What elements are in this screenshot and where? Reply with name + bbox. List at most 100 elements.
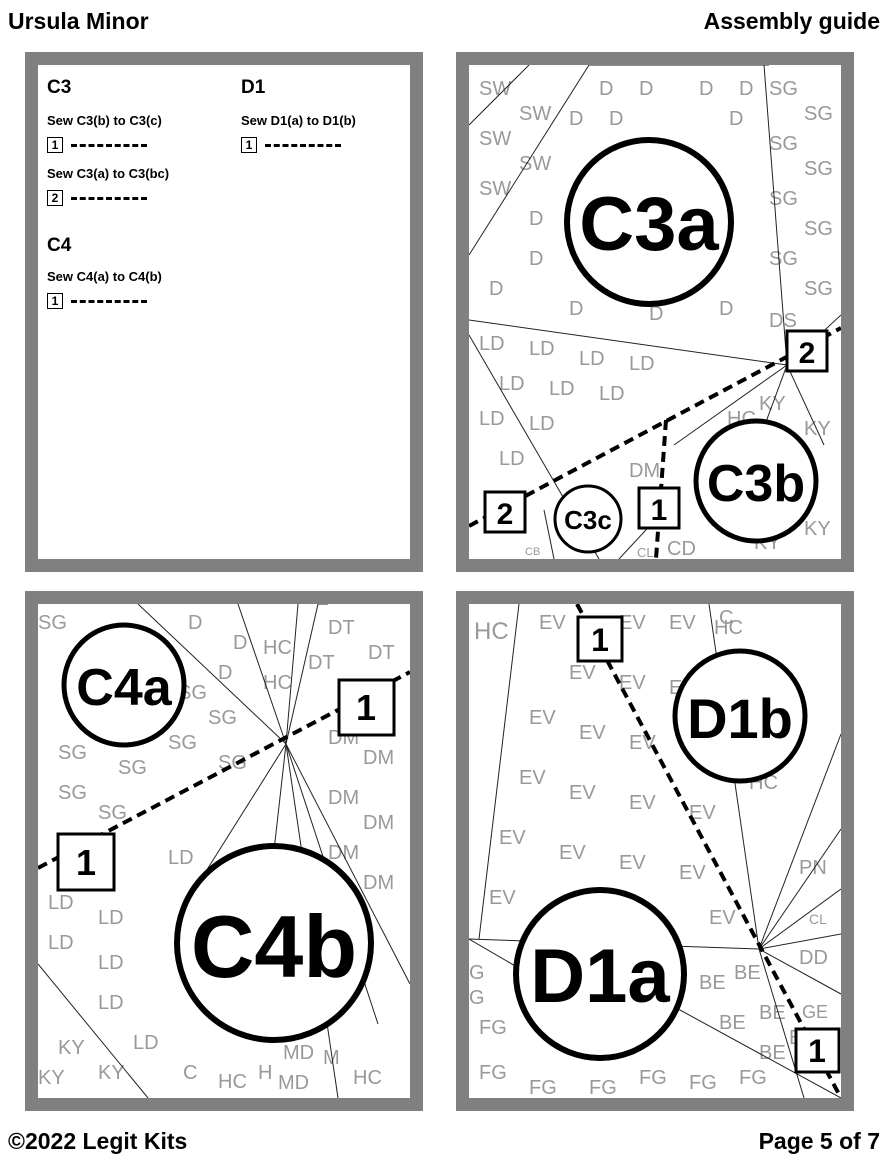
c4-diagram: SG SG SG SG SG SG SG SG SG D D D HC HC H…	[38, 604, 410, 1098]
region-code: EV	[559, 842, 586, 864]
step-marker-label: 1	[808, 1033, 826, 1069]
region-code: LD	[168, 847, 194, 869]
pattern-title: Ursula Minor	[8, 8, 149, 34]
region-code: EV	[569, 662, 596, 684]
region-code: D	[609, 108, 623, 130]
region-codes: SW SW SW SW SW D D D D D D D D D D D D D…	[479, 78, 833, 559]
region-code: KY	[804, 518, 831, 540]
piece-labels: D1b D1a	[513, 648, 808, 1061]
region-code: G	[469, 962, 485, 984]
step-text: Sew C3(a) to C3(bc)	[47, 166, 170, 181]
region-code: DM	[328, 787, 359, 809]
region-code: HC	[218, 1071, 247, 1093]
region-code: G	[469, 987, 485, 1009]
region-code: SG	[769, 78, 798, 100]
seam-line-icon	[265, 143, 341, 147]
region-code: EV	[569, 782, 596, 804]
region-code: FG	[479, 1062, 507, 1084]
region-code: FG	[689, 1072, 717, 1094]
region-code: SG	[208, 707, 237, 729]
region-code: LD	[98, 952, 124, 974]
region-code: D	[699, 78, 713, 100]
seam-line-icon	[71, 143, 147, 147]
region-code: DM	[629, 460, 660, 482]
step-text: Sew C4(a) to C4(b)	[47, 269, 162, 284]
region-code: LD	[48, 932, 74, 954]
region-code: LD	[599, 383, 625, 405]
region-code: GE	[802, 1002, 828, 1022]
region-code: LD	[499, 448, 525, 470]
region-code: D	[599, 78, 613, 100]
region-code: D	[529, 248, 543, 270]
region-code: EV	[619, 852, 646, 874]
region-code: EV	[629, 792, 656, 814]
region-code: SG	[804, 103, 833, 125]
region-code: KY	[98, 1062, 125, 1084]
region-codes: HC HC HC EV EV EV EV EV EV EV EV EV EV E…	[469, 607, 828, 1098]
region-code: D	[649, 303, 663, 325]
d1-diagram: HC HC HC EV EV EV EV EV EV EV EV EV EV E…	[469, 604, 841, 1098]
piece-label-c3a: C3a	[579, 182, 719, 267]
c4-diagram-panel: SG SG SG SG SG SG SG SG SG D D D HC HC H…	[25, 591, 423, 1111]
region-code: LD	[549, 378, 575, 400]
region-code: CL	[809, 911, 827, 927]
step-marker-label: 1	[651, 494, 668, 527]
region-code: SW	[479, 78, 511, 100]
region-code: H	[258, 1062, 272, 1084]
region-code: LD	[529, 413, 555, 435]
step-row: 1	[241, 137, 341, 153]
region-code: DT	[328, 617, 355, 639]
region-code: D	[739, 78, 753, 100]
region-code: LD	[98, 907, 124, 929]
region-code: D	[719, 298, 733, 320]
region-code: LD	[499, 373, 525, 395]
region-code: SG	[168, 732, 197, 754]
guide-title: Assembly guide	[703, 8, 880, 34]
region-code: D	[233, 632, 247, 654]
region-code: CL	[637, 545, 654, 559]
region-code: EV	[579, 722, 606, 744]
step-number-box: 1	[47, 137, 63, 153]
region-code: D	[569, 108, 583, 130]
region-code: BE	[734, 962, 761, 984]
region-code: SG	[769, 248, 798, 270]
region-codes: SG SG SG SG SG SG SG SG SG D D D HC HC H…	[38, 612, 395, 1094]
region-code: LD	[629, 353, 655, 375]
region-code: SG	[38, 612, 67, 634]
region-code: EV	[529, 707, 556, 729]
seam-line-icon	[71, 196, 147, 200]
region-code: SG	[769, 188, 798, 210]
region-code: EV	[519, 767, 546, 789]
piece-label-d1b: D1b	[687, 687, 793, 750]
region-code: C	[719, 607, 733, 629]
footer-page-number: Page 5 of 7	[758, 1128, 880, 1154]
piece-label-c4b: C4b	[191, 897, 357, 996]
region-code: FG	[479, 1017, 507, 1039]
region-code: LD	[479, 408, 505, 430]
region-code: D	[218, 662, 232, 684]
region-code: D	[529, 208, 543, 230]
region-code: EV	[499, 827, 526, 849]
step-text: Sew C3(b) to C3(c)	[47, 113, 162, 128]
region-code: EV	[679, 862, 706, 884]
region-code: M	[323, 1047, 340, 1069]
piece-label-c3b: C3b	[707, 455, 805, 513]
step-markers: 2 2 1	[483, 329, 829, 534]
footer-copyright: ©2022 Legit Kits	[8, 1128, 188, 1154]
section-title-d1: D1	[241, 77, 266, 98]
region-code: BE	[719, 1012, 746, 1034]
region-code: D	[729, 108, 743, 130]
c3-diagram-panel: SW SW SW SW SW D D D D D D D D D D D D D…	[456, 52, 854, 572]
instructions-panel: C3 Sew C3(b) to C3(c) 1 Sew C3(a) to C3(…	[25, 52, 423, 572]
region-code: C	[183, 1062, 197, 1084]
region-code: SG	[804, 278, 833, 300]
region-code: HC	[263, 637, 292, 659]
region-code: MD	[283, 1042, 314, 1064]
step-text: Sew D1(a) to D1(b)	[241, 113, 356, 128]
region-code: FG	[529, 1077, 557, 1098]
region-code: DT	[368, 642, 395, 664]
region-code: DM	[363, 812, 394, 834]
region-code: EV	[669, 612, 696, 634]
instructions-card: C3 Sew C3(b) to C3(c) 1 Sew C3(a) to C3(…	[38, 65, 410, 559]
step-number-box: 1	[47, 293, 63, 309]
